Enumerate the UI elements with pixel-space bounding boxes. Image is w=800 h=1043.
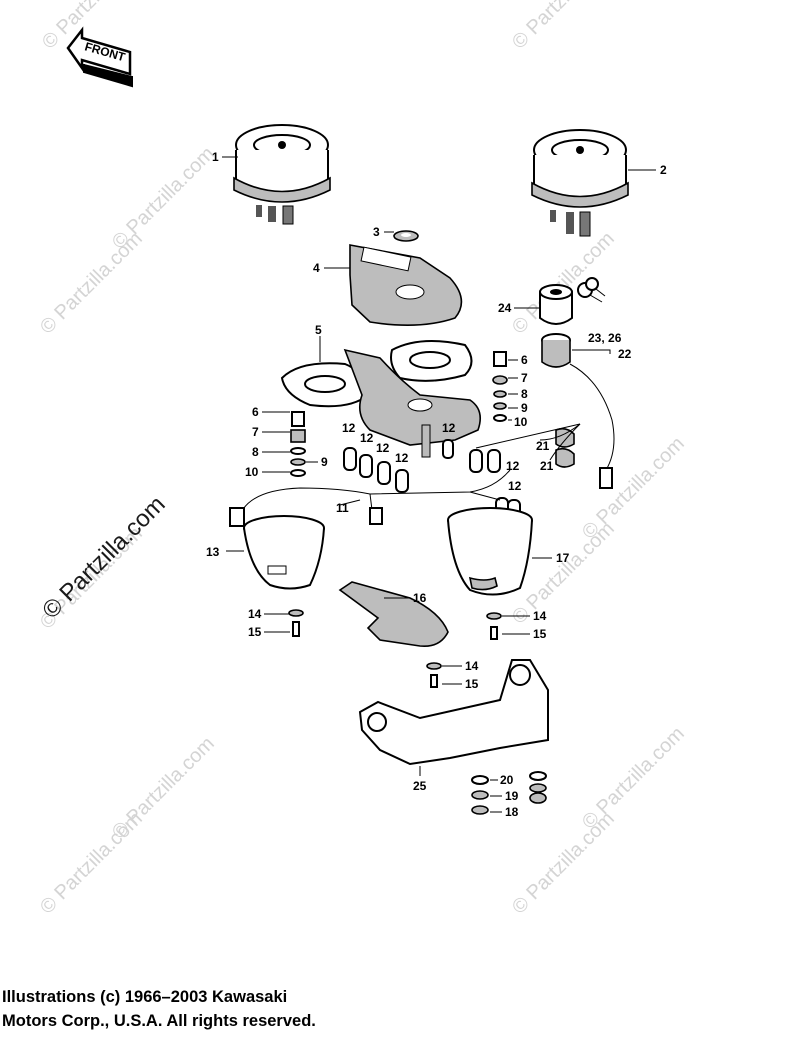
callout-15-left: 15 — [248, 625, 262, 639]
front-arrow-icon: FRONT — [66, 26, 133, 88]
callout-8-right: 8 — [521, 387, 528, 401]
callout-5: 5 — [315, 323, 322, 337]
callout-20: 20 — [500, 773, 514, 787]
meter-bracket — [280, 340, 481, 458]
callout-12: 12 — [506, 459, 520, 473]
callout-16: 16 — [413, 591, 427, 605]
bulb-sockets — [343, 439, 521, 523]
callout-12: 12 — [442, 421, 456, 435]
watermark: © Partzilla.com — [108, 143, 219, 254]
bolts — [288, 609, 502, 688]
callout-11: 11 — [336, 501, 349, 515]
callouts: 1 2 3 4 5 6 6 7 7 8 8 9 9 10 10 11 12 12… — [206, 150, 667, 819]
key-icon — [577, 277, 606, 303]
right-stack — [492, 351, 508, 422]
callout-12: 12 — [376, 441, 390, 455]
callout-12: 12 — [395, 451, 409, 465]
callout-14-left: 14 — [248, 607, 262, 621]
callout-17: 17 — [556, 551, 570, 565]
leader-lines — [222, 156, 656, 813]
callout-24: 24 — [498, 301, 512, 315]
tachometer — [531, 129, 629, 237]
lower-bracket — [358, 659, 549, 766]
callout-19: 19 — [505, 789, 519, 803]
callout-3: 3 — [373, 225, 380, 239]
watermark: © Partzilla.com — [508, 0, 619, 54]
callout-22: 22 — [618, 347, 632, 361]
indicator-panel — [349, 244, 463, 326]
nuts-washers — [471, 771, 547, 815]
callout-21: 21 — [540, 459, 554, 473]
callout-21: 21 — [536, 439, 550, 453]
watermark: © Partzilla.com — [578, 723, 689, 834]
callout-14-lower: 14 — [465, 659, 479, 673]
callout-13: 13 — [206, 545, 220, 559]
callout-6-right: 6 — [521, 353, 528, 367]
wiring-harness — [229, 469, 511, 527]
callout-10-left: 10 — [245, 465, 259, 479]
callout-7-right: 7 — [521, 371, 528, 385]
callout-12: 12 — [508, 479, 522, 493]
meter-mount-bracket — [338, 581, 449, 648]
copyright-line-1: Illustrations (c) 1966–2003 Kawasaki — [2, 988, 288, 1006]
callout-9-right: 9 — [521, 401, 528, 415]
grommets-21 — [555, 427, 575, 468]
callout-2: 2 — [660, 163, 667, 177]
ignition-switch — [541, 333, 615, 489]
callout-15-lower: 15 — [465, 677, 479, 691]
callout-12: 12 — [360, 431, 374, 445]
callout-12: 12 — [342, 421, 356, 435]
copyright-line-2: Motors Corp., U.S.A. All rights reserved… — [2, 1012, 316, 1030]
callout-6-left: 6 — [252, 405, 259, 419]
callout-23-26: 23, 26 — [588, 331, 622, 345]
callout-8-left: 8 — [252, 445, 259, 459]
grommet — [393, 230, 419, 242]
speedometer — [233, 124, 331, 225]
meter-housing-right — [447, 507, 533, 596]
callout-15-right: 15 — [533, 627, 547, 641]
watermark-large: © Partzilla.com — [37, 491, 170, 624]
callout-9-left: 9 — [321, 455, 328, 469]
callout-10-right: 10 — [514, 415, 528, 429]
callout-18: 18 — [505, 805, 519, 819]
watermark: © Partzilla.com — [578, 433, 689, 544]
key-switch-cover — [539, 284, 573, 325]
callout-14-right: 14 — [533, 609, 547, 623]
callout-1: 1 — [212, 150, 219, 164]
copyright-notice: Illustrations (c) 1966–2003 Kawasaki Mot… — [2, 985, 562, 1033]
meter-housing-left — [243, 515, 325, 590]
callout-25: 25 — [413, 779, 427, 793]
left-stack — [290, 411, 306, 477]
callout-7-left: 7 — [252, 425, 259, 439]
watermark: © Partzilla.com — [108, 733, 219, 844]
callout-4: 4 — [313, 261, 320, 275]
